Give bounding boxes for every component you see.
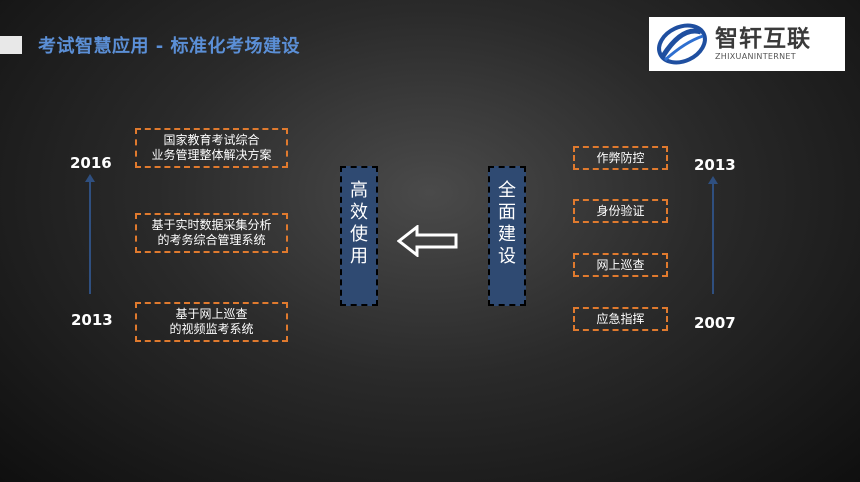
left-item-box: 基于实时数据采集分析 的考务综合管理系统 xyxy=(135,213,288,253)
right-year-top: 2013 xyxy=(694,156,736,174)
arrow-left-icon xyxy=(397,225,458,257)
pillar-efficient-use: 高效使用 xyxy=(340,166,378,306)
right-year-bottom: 2007 xyxy=(694,314,736,332)
left-year-top: 2016 xyxy=(70,154,112,172)
pillar-full-construction: 全面建设 xyxy=(488,166,526,306)
company-logo: 智轩互联 ZHIXUANINTERNET xyxy=(649,17,845,71)
left-item-box: 基于网上巡查 的视频监考系统 xyxy=(135,302,288,342)
page-title: 考试智慧应用 - 标准化考场建设 xyxy=(38,36,301,57)
left-year-bottom: 2013 xyxy=(71,311,113,329)
right-item-box: 网上巡查 xyxy=(573,253,668,277)
right-item-box: 作弊防控 xyxy=(573,146,668,170)
title-marker xyxy=(0,36,22,54)
logo-name-en: ZHIXUANINTERNET xyxy=(715,52,796,61)
logo-name-cn: 智轩互联 xyxy=(715,26,811,52)
right-item-box: 应急指挥 xyxy=(573,307,668,331)
pillar-label: 全面建设 xyxy=(498,180,516,267)
right-item-box: 身份验证 xyxy=(573,199,668,223)
right-timeline-arrow xyxy=(708,176,718,294)
pillar-label: 高效使用 xyxy=(350,180,368,267)
logo-swirl-icon xyxy=(657,23,707,65)
left-timeline-arrow xyxy=(85,174,95,294)
left-item-box: 国家教育考试综合 业务管理整体解决方案 xyxy=(135,128,288,168)
